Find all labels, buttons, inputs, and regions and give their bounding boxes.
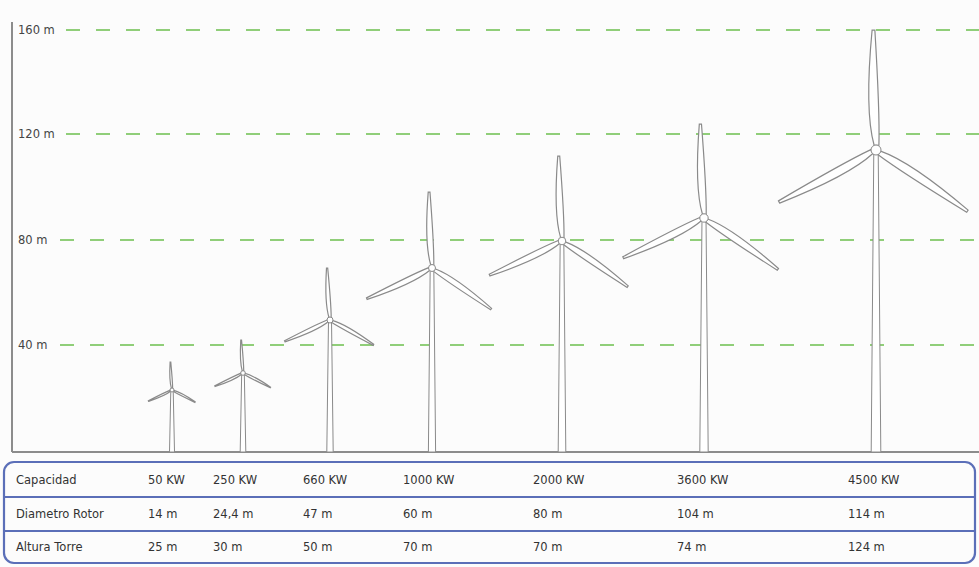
- turbine: [777, 30, 970, 452]
- table-cell: 70 m: [533, 540, 563, 554]
- turbine: [366, 192, 493, 452]
- turbine: [284, 268, 375, 452]
- table-cell: 124 m: [848, 540, 885, 554]
- turbine: [148, 362, 195, 452]
- turbine: [622, 124, 780, 452]
- table-cell: 80 m: [533, 507, 563, 521]
- table-cell: 25 m: [148, 540, 178, 554]
- table-cell: 47 m: [303, 507, 333, 521]
- table-cell: 660 KW: [303, 473, 347, 487]
- table-cell: 30 m: [213, 540, 243, 554]
- table-cell: 74 m: [677, 540, 707, 554]
- y-axis: [11, 22, 13, 452]
- table-cell: 24,4 m: [213, 507, 253, 521]
- table-cell: 50 m: [303, 540, 333, 554]
- axis-label: 120 m: [16, 127, 57, 141]
- table-cell: 50 KW: [148, 473, 185, 487]
- table-cell: 14 m: [148, 507, 178, 521]
- turbine: [489, 156, 630, 452]
- table-cell: 3600 KW: [677, 473, 728, 487]
- axis-label: 160 m: [16, 23, 57, 37]
- table-cell: 60 m: [403, 507, 433, 521]
- table-cell: 104 m: [677, 507, 714, 521]
- table-cell: 4500 KW: [848, 473, 899, 487]
- table-cell: 2000 KW: [533, 473, 584, 487]
- table-cell: Altura Torre: [16, 540, 82, 554]
- turbine: [215, 340, 272, 452]
- ground-line: [12, 451, 979, 453]
- axis-label: 40 m: [16, 338, 50, 352]
- gridlines: [60, 30, 979, 345]
- data-table-frame: [4, 462, 975, 563]
- table-cell: Capacidad: [16, 473, 77, 487]
- table-cell: 1000 KW: [403, 473, 454, 487]
- table-cell: 250 KW: [213, 473, 257, 487]
- axis-label: 80 m: [16, 233, 50, 247]
- table-cell: 114 m: [848, 507, 885, 521]
- table-cell: Diametro Rotor: [16, 507, 104, 521]
- table-cell: 70 m: [403, 540, 433, 554]
